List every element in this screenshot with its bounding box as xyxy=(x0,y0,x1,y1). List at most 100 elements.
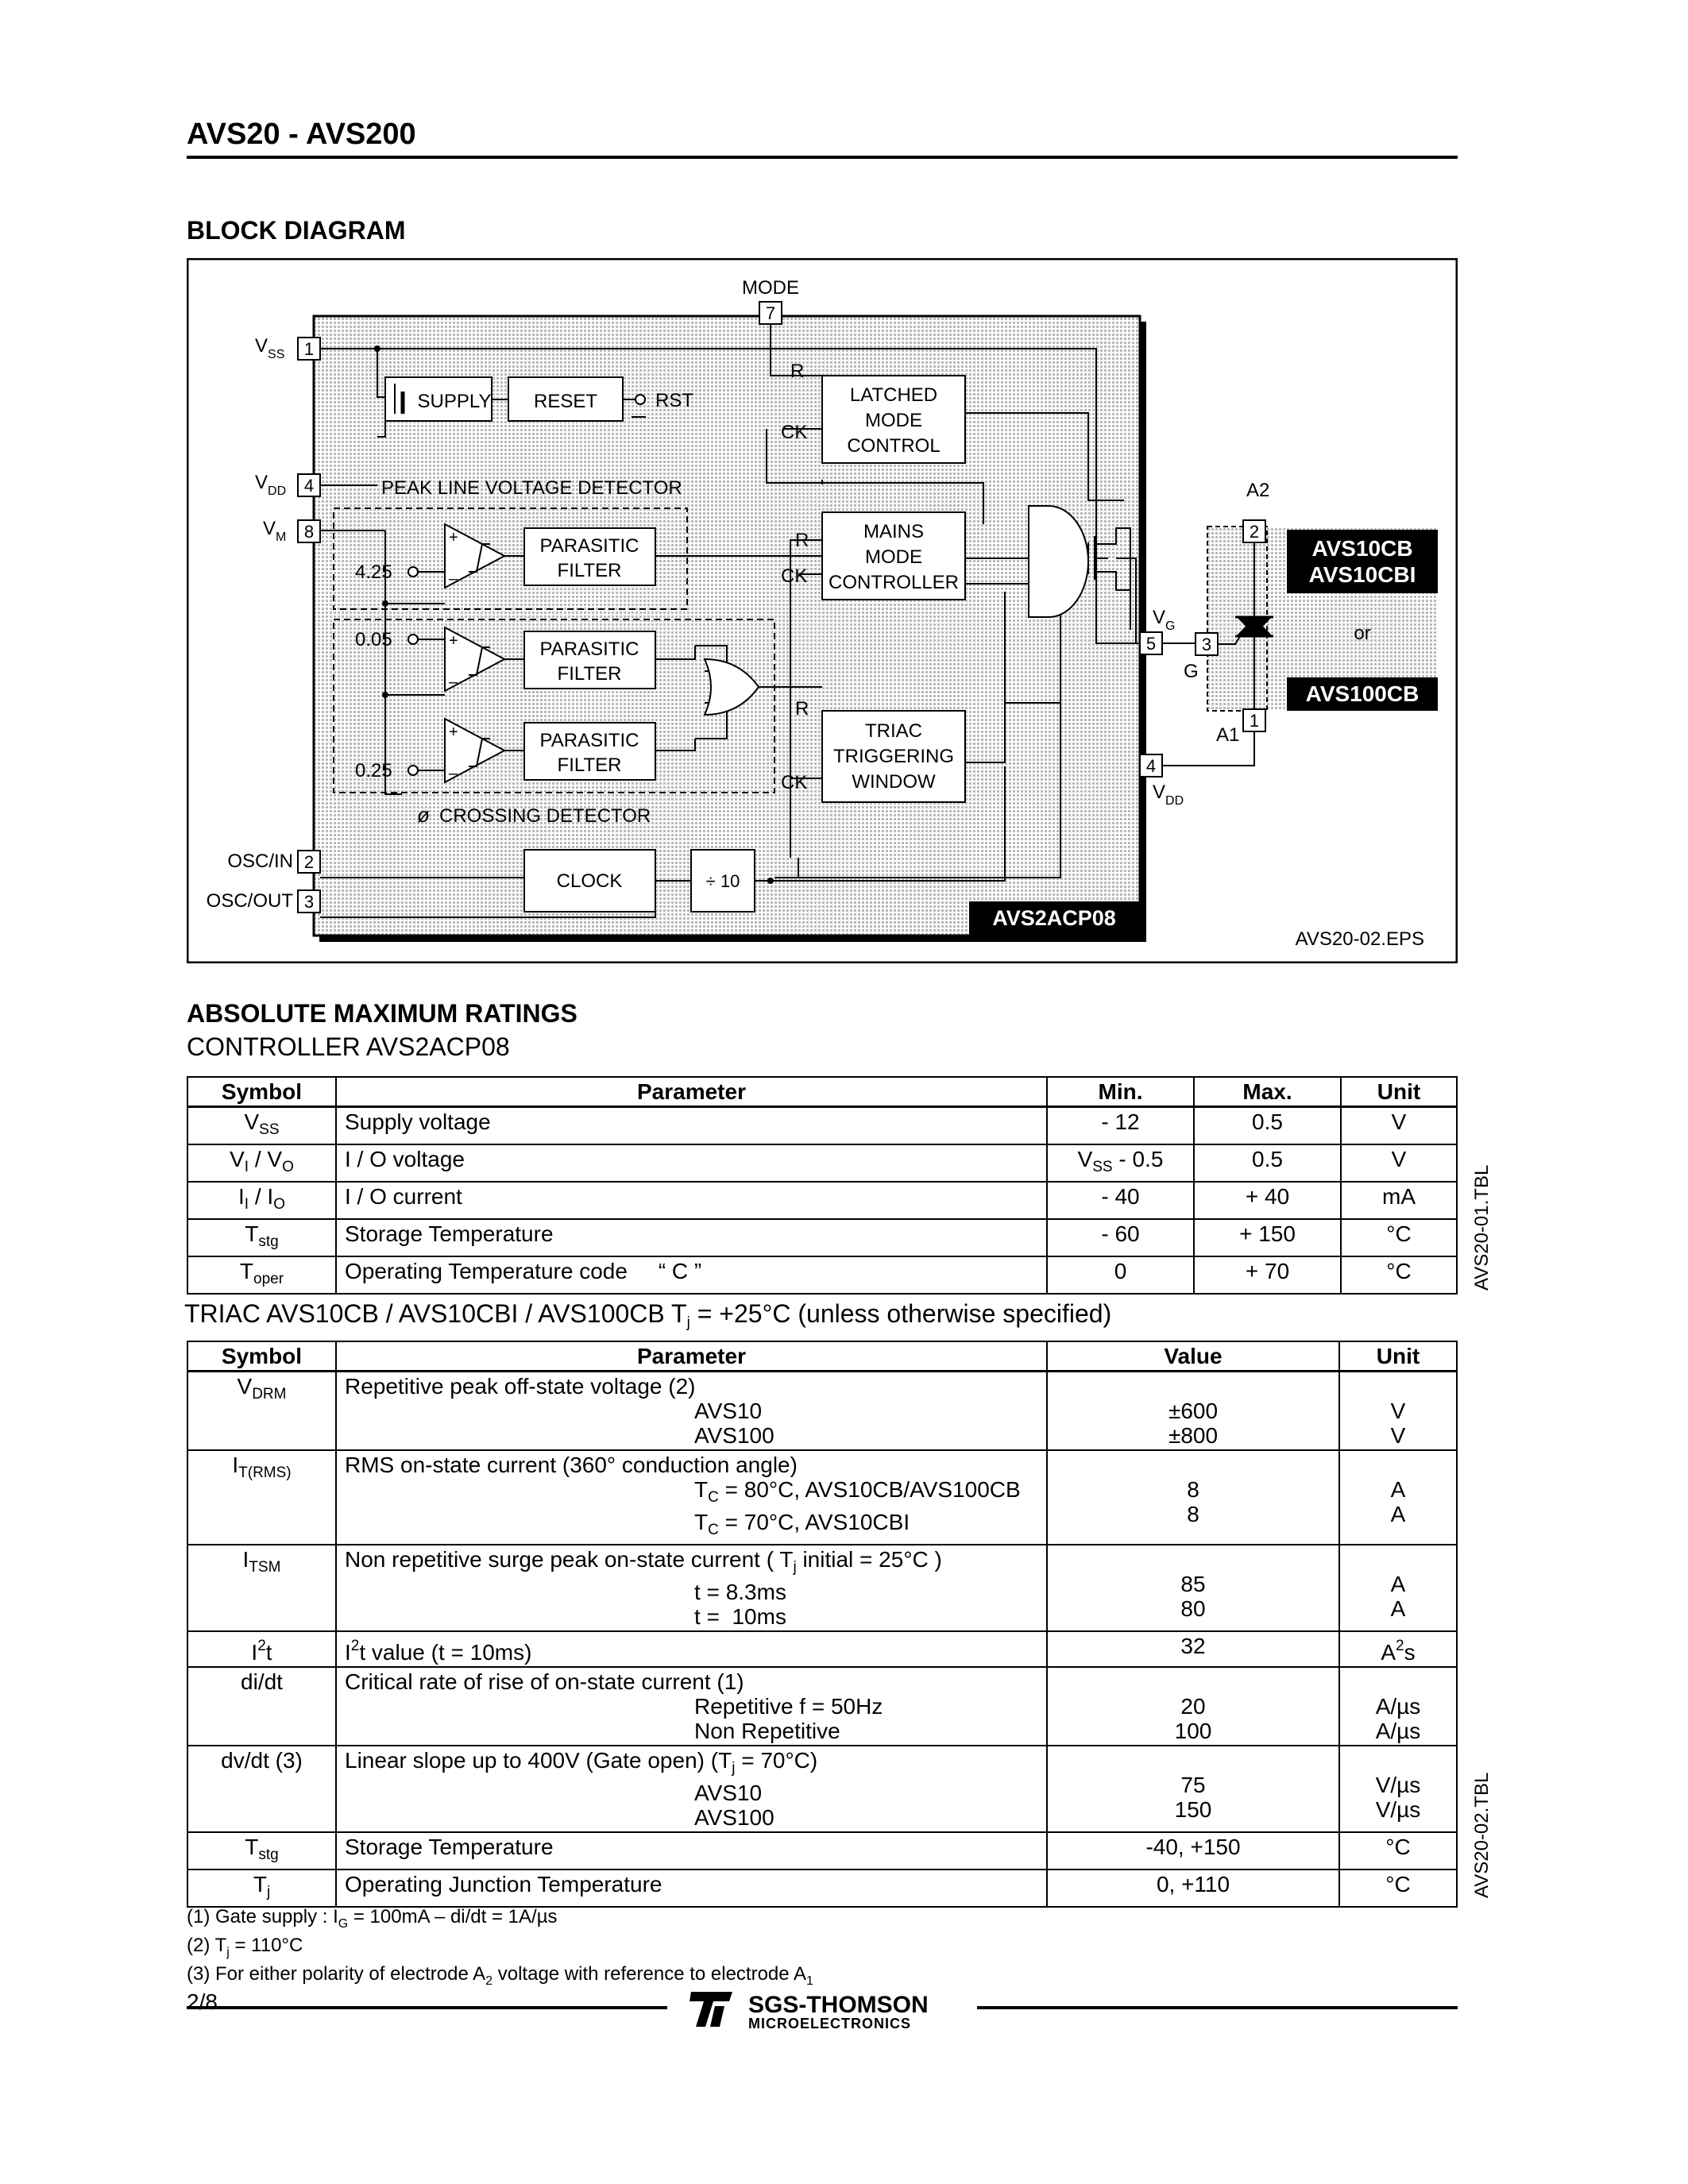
table-row: IT(RMS) RMS on-state current (360° condu… xyxy=(187,1449,1458,1545)
table-row: Tstg Storage Temperature - 60 + 150 °C xyxy=(187,1218,1458,1257)
note-1: (1) Gate supply : IG = 100mA – di/dt = 1… xyxy=(187,1906,558,1931)
svg-text:R: R xyxy=(790,361,804,382)
table-row: dv/dt (3) Linear slope up to 400V (Gate … xyxy=(187,1745,1458,1833)
part-box-avs10 xyxy=(1287,530,1438,593)
svg-text:LATCHED: LATCHED xyxy=(850,384,937,406)
company-name: SGS-THOMSON xyxy=(748,1992,929,2018)
svg-text:+: + xyxy=(449,529,458,546)
vg-label: VG xyxy=(1153,607,1175,633)
triac-ratings-table: Symbol Parameter Value Unit VDRM Repetit… xyxy=(187,1341,1458,1908)
note-3: (3) For either polarity of electrode A2 … xyxy=(187,1963,813,1988)
document-title: AVS20 - AVS200 xyxy=(187,118,416,151)
table-row: VDRM Repetitive peak off-state voltage (… xyxy=(187,1370,1458,1451)
pin-8-number: 8 xyxy=(304,522,314,542)
svg-text:2: 2 xyxy=(1250,522,1259,542)
svg-text:FILTER: FILTER xyxy=(558,560,622,581)
st-logo: SGS-THOMSON MICROELECTRONICS xyxy=(689,1992,929,2032)
threshold-0-05: 0.05 xyxy=(355,629,392,650)
svg-text:FILTER: FILTER xyxy=(558,754,622,776)
controller-ratings-table: Symbol Parameter Min. Max. Unit VSS Supp… xyxy=(187,1076,1458,1295)
table-row: II / IO I / O current - 40 + 40 mA xyxy=(187,1181,1458,1220)
controller-heading: CONTROLLER AVS2ACP08 xyxy=(187,1032,510,1061)
svg-text:AVS10CBI: AVS10CBI xyxy=(1309,562,1416,587)
svg-text:CONTROL: CONTROL xyxy=(847,435,940,457)
svg-text:3: 3 xyxy=(1202,635,1211,654)
chip-label-box xyxy=(969,901,1140,935)
svg-text:4: 4 xyxy=(1146,756,1156,776)
or-gate xyxy=(703,658,760,716)
svg-text:MODE: MODE xyxy=(865,546,922,568)
table-row: di/dt Critical rate of rise of on-state … xyxy=(187,1666,1458,1746)
title-rule xyxy=(187,156,1458,159)
table-row: VSS Supply voltage - 12 0.5 V xyxy=(187,1106,1458,1145)
svg-text:CK: CK xyxy=(781,772,807,793)
svg-text:R: R xyxy=(795,530,809,551)
page-number: 2/8 xyxy=(187,1989,218,2014)
footer-rule xyxy=(977,2006,1458,2009)
peak-detector-label: PEAK LINE VOLTAGE DETECTOR xyxy=(381,477,682,499)
divider-block xyxy=(690,849,755,913)
pin-vm-label: VM xyxy=(263,518,286,544)
ratings-heading: ABSOLUTE MAXIMUM RATINGS xyxy=(187,999,577,1028)
table-row: Toper Operating Temperature code “ C ” 0… xyxy=(187,1256,1458,1295)
parasitic-filter-3 xyxy=(523,722,656,781)
svg-text:–: – xyxy=(449,765,458,782)
svg-text:or: or xyxy=(1354,623,1370,644)
threshold-0-25: 0.25 xyxy=(355,760,392,781)
pin-oscin-label: OSC/IN xyxy=(227,851,293,872)
threshold-4-25: 4.25 xyxy=(355,561,392,583)
footer-rule xyxy=(187,2006,667,2009)
pin-3-number: 3 xyxy=(304,892,314,912)
clock-block xyxy=(523,849,656,913)
a2-label: A2 xyxy=(1246,480,1269,501)
svg-text:PARASITIC: PARASITIC xyxy=(540,730,639,751)
triac-table-tag: AVS20-02.TBL xyxy=(1471,1772,1493,1898)
svg-text:CK: CK xyxy=(781,422,807,443)
peak-detector-box xyxy=(333,507,688,610)
pin-oscout-label: OSC/OUT xyxy=(207,890,294,912)
svg-text:FILTER: FILTER xyxy=(558,663,622,685)
svg-text:1: 1 xyxy=(1250,711,1259,731)
svg-text:TRIAC: TRIAC xyxy=(865,720,922,742)
a1-label: A1 xyxy=(1216,724,1239,746)
latched-mode-control-block xyxy=(821,375,966,464)
controller-table-tag: AVS20-01.TBL xyxy=(1471,1164,1493,1291)
block-diagram: AVS2ACP08 1 4 8 2 3 VSS VDD VM OSC/IN OS… xyxy=(187,258,1458,963)
table-row: Tstg Storage Temperature -40, +150 °C xyxy=(187,1831,1458,1870)
svg-text:+: + xyxy=(449,632,458,650)
pin-4-number: 4 xyxy=(304,476,314,496)
table-row: ITSM Non repetitive surge peak on-state … xyxy=(187,1544,1458,1632)
table-header-row: Symbol Parameter Value Unit xyxy=(187,1341,1458,1372)
pin-1-number: 1 xyxy=(304,339,314,359)
reset-block xyxy=(508,376,624,422)
svg-text:WINDOW: WINDOW xyxy=(852,771,936,793)
g-label: G xyxy=(1184,661,1199,682)
notes: (1) Gate supply : IG = 100mA – di/dt = 1… xyxy=(187,1906,813,1992)
table-row: I2t I2t value (t = 10ms) 32 A2s xyxy=(187,1630,1458,1668)
eps-tag: AVS20-02.EPS xyxy=(1296,928,1424,950)
pin-vdd-label: VDD xyxy=(255,472,286,498)
svg-text:CONTROLLER: CONTROLLER xyxy=(829,572,959,593)
rst-label: RST xyxy=(655,390,693,411)
svg-text:5: 5 xyxy=(1146,634,1156,654)
note-2: (2) Tj = 110°C xyxy=(187,1935,303,1959)
supply-label: SUPPLY xyxy=(418,391,492,412)
svg-text:CK: CK xyxy=(781,565,807,587)
svg-text:PARASITIC: PARASITIC xyxy=(540,535,639,557)
triac-triggering-window-block xyxy=(821,710,966,803)
pin-vss-label: VSS xyxy=(255,335,284,361)
division-name: MICROELECTRONICS xyxy=(748,2016,911,2032)
divider-label: ÷ 10 xyxy=(706,871,740,891)
svg-text:PARASITIC: PARASITIC xyxy=(540,639,639,660)
block-diagram-heading: BLOCK DIAGRAM xyxy=(187,216,406,245)
part-box-avs100 xyxy=(1287,677,1438,711)
svg-text:AVS100CB: AVS100CB xyxy=(1306,681,1420,706)
svg-text:+: + xyxy=(449,723,458,741)
svg-text:AVS10CB: AVS10CB xyxy=(1311,536,1412,561)
svg-text:TRIGGERING: TRIGGERING xyxy=(833,746,954,767)
svg-text:R: R xyxy=(795,698,809,720)
pin-2-number: 2 xyxy=(304,852,314,872)
svg-text:MODE: MODE xyxy=(865,410,922,431)
chip-label: AVS2ACP08 xyxy=(992,906,1116,930)
mode-label: MODE xyxy=(742,277,799,299)
